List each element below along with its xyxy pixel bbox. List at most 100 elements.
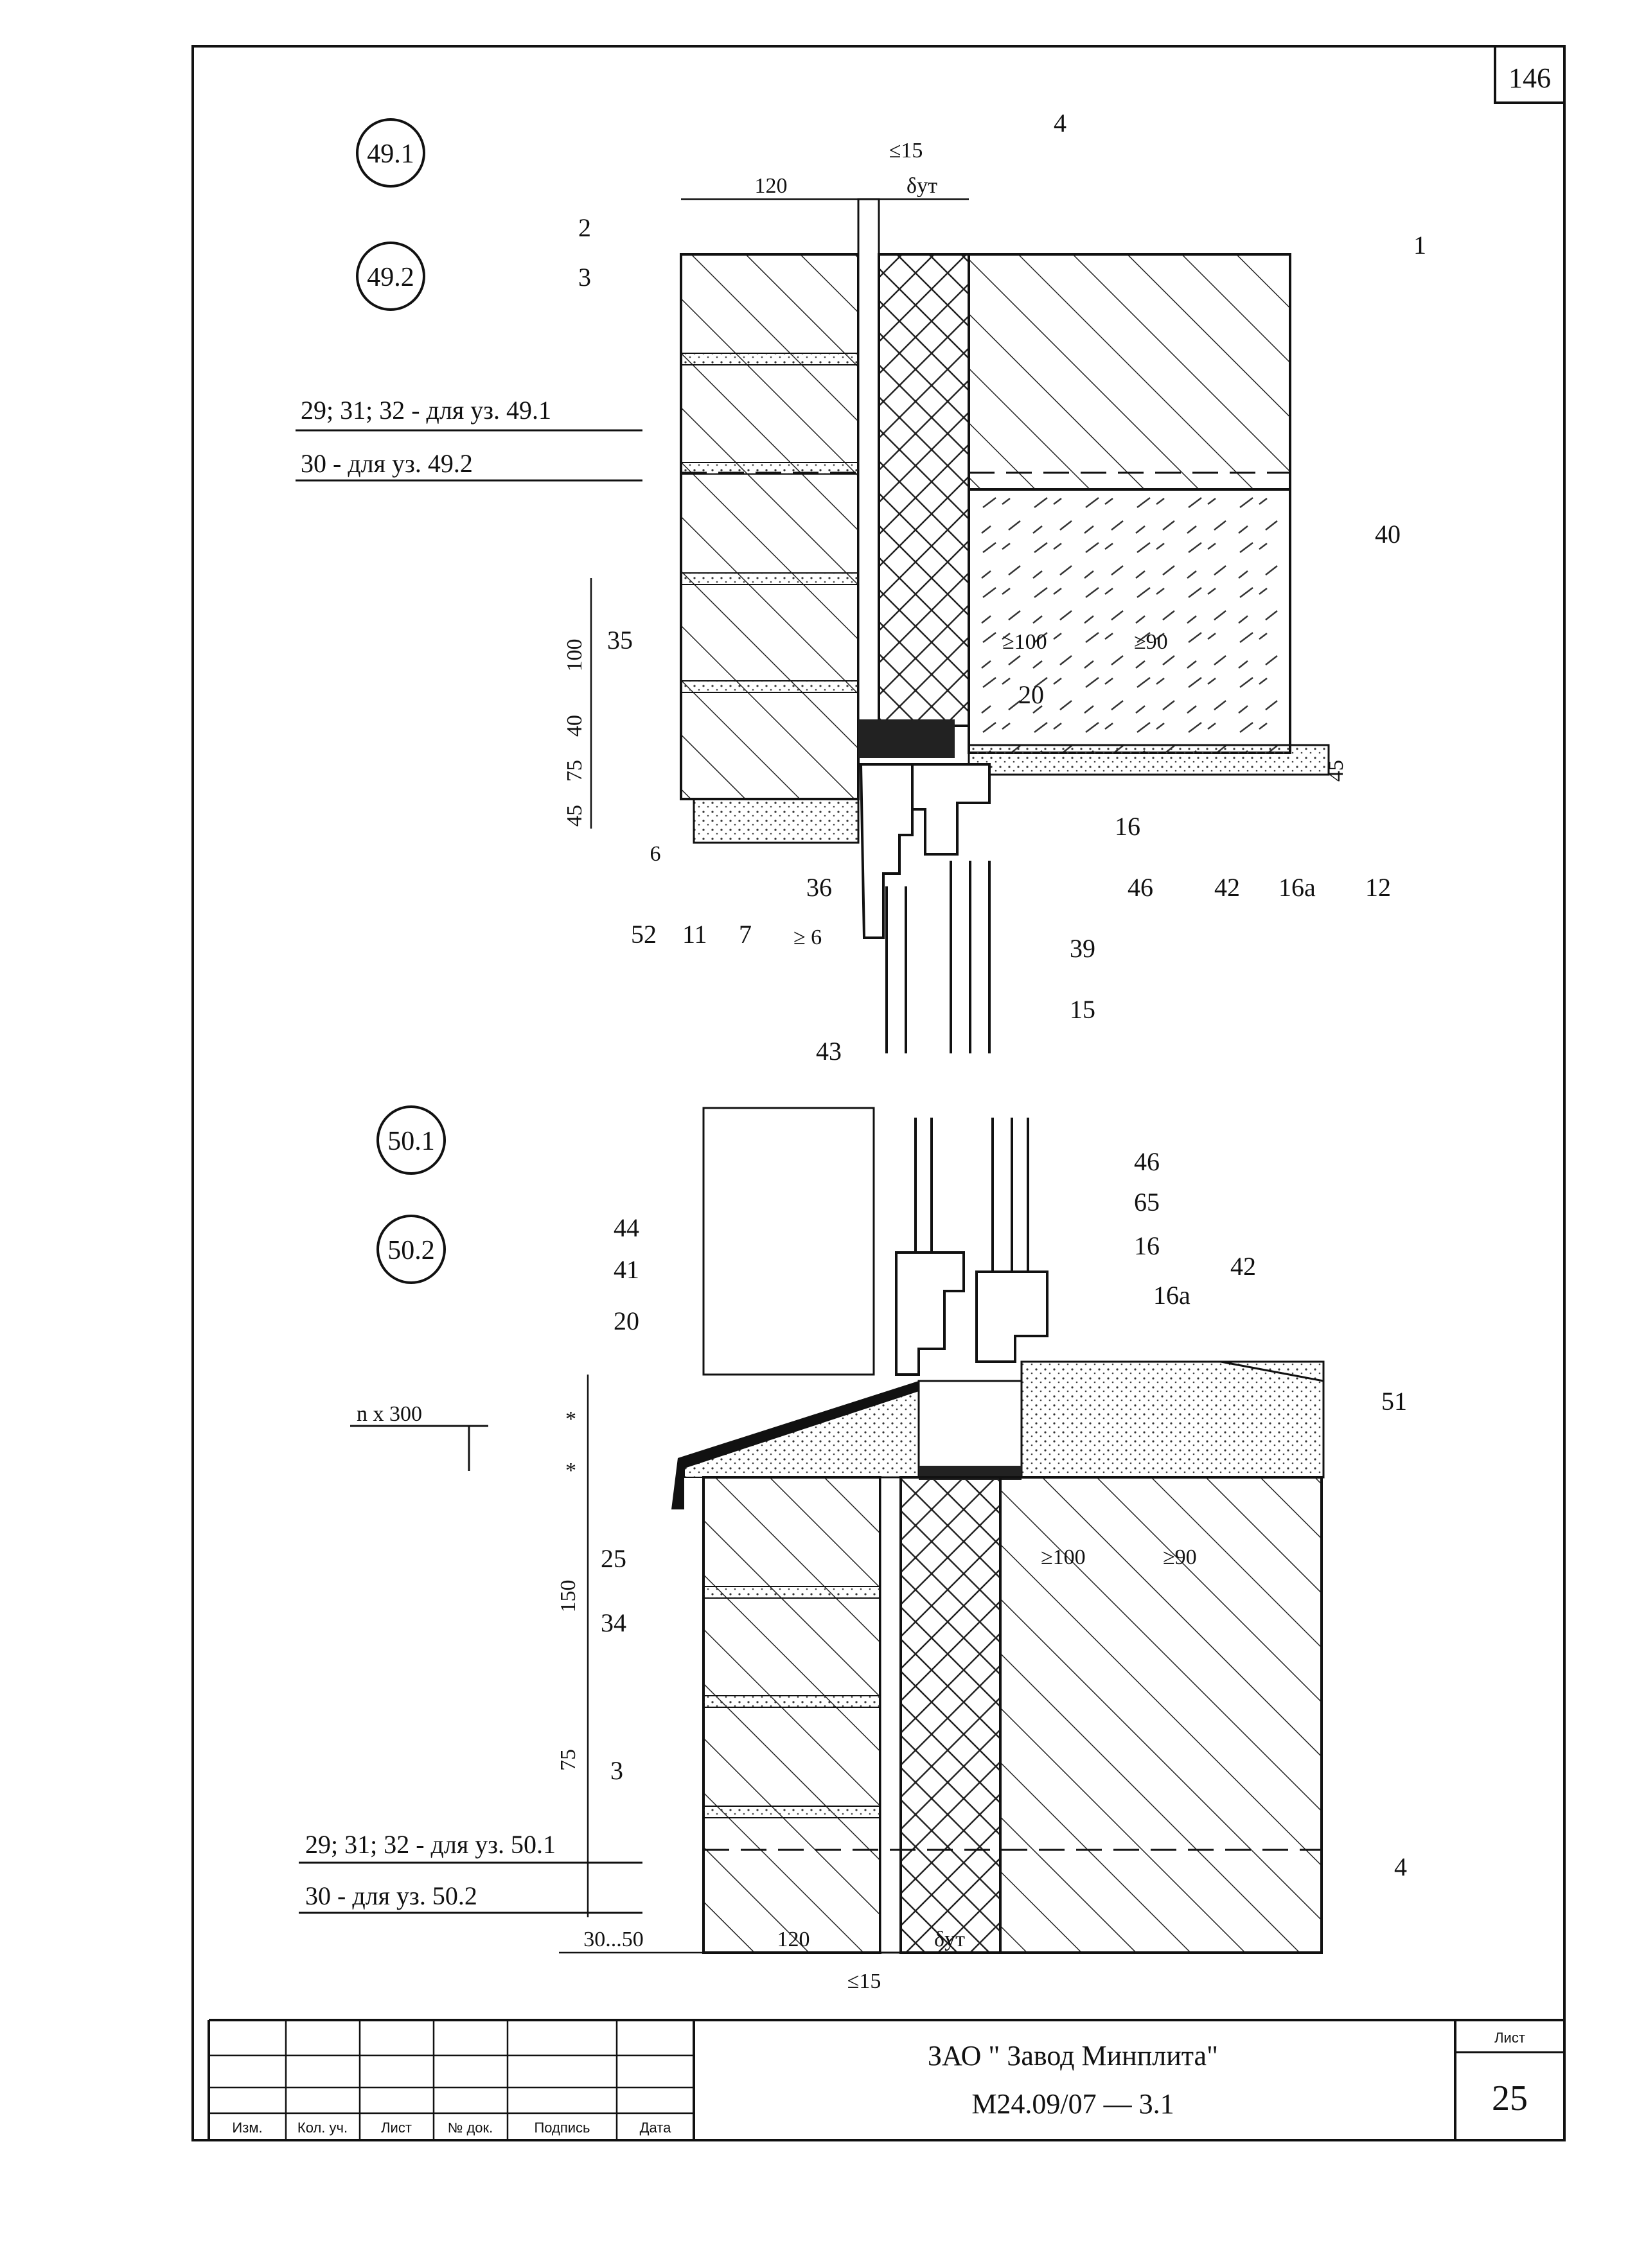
detail-50: 50.1 50.2 n x 300 — [299, 1037, 1407, 1993]
brick-facing-bottom — [702, 1476, 881, 1954]
dim-le15-bottom: ≤15 — [847, 1969, 881, 1993]
label-42: 42 — [1214, 873, 1240, 902]
callout-circle-49-2 — [356, 242, 425, 311]
brick-above-outline — [702, 1107, 875, 1376]
callout-circle-50-1 — [376, 1105, 446, 1175]
col-doc: № док. — [448, 2120, 493, 2136]
callout-50-2: 50.2 — [387, 1236, 435, 1265]
label-46-b: 46 — [1134, 1147, 1160, 1176]
label-40: 40 — [1375, 520, 1401, 549]
dim-delta-ut-bottom: δут — [934, 1928, 965, 1951]
sheet-label: Лист — [1494, 2030, 1525, 2046]
dim-40: 40 — [563, 715, 587, 737]
label-3: 3 — [578, 263, 591, 292]
label-3-b: 3 — [610, 1756, 623, 1785]
mortar-joint — [703, 1695, 881, 1708]
dim-ge90: ≥90 — [1134, 630, 1168, 654]
col-kol-uch: Кол. уч. — [297, 2120, 348, 2136]
note-49-2: 30 - для уз. 49.2 — [301, 449, 473, 478]
dim-45: 45 — [563, 805, 587, 827]
label-2: 2 — [578, 213, 591, 242]
dim-6: 6 — [650, 842, 661, 866]
label-4: 4 — [1054, 109, 1066, 137]
sealant-block — [858, 719, 955, 758]
label-39: 39 — [1070, 934, 1095, 963]
callout-49-2: 49.2 — [367, 263, 414, 292]
label-65: 65 — [1134, 1188, 1160, 1217]
document-code: М24.09/07 — 3.1 — [971, 2088, 1174, 2120]
label-16-b: 16 — [1134, 1231, 1160, 1260]
brick-facing-top — [680, 253, 860, 800]
label-1: 1 — [1413, 231, 1426, 259]
mortar-joint — [703, 1586, 881, 1599]
interior-plaster — [968, 744, 1330, 776]
label-16a-b: 16а — [1153, 1281, 1190, 1310]
label-25: 25 — [601, 1544, 626, 1573]
sheet-frame — [191, 45, 1566, 2141]
label-20-b: 20 — [614, 1306, 639, 1335]
label-16a: 16а — [1279, 873, 1316, 902]
mortar-joint — [703, 1806, 881, 1818]
mortar-joint — [680, 572, 859, 585]
label-16: 16 — [1115, 812, 1140, 841]
detail-49: 49.1 49.2 120 ≤15 δут — [296, 109, 1426, 1053]
sill-mortar-bed — [684, 1389, 919, 1478]
note-49-1: 29; 31; 32 - для уз. 49.1 — [301, 396, 551, 425]
col-izm: Изм. — [232, 2120, 262, 2136]
label-35: 35 — [607, 626, 633, 655]
callout-49-1: 49.1 — [367, 139, 414, 169]
label-43: 43 — [816, 1037, 842, 1066]
concrete-lintel — [968, 488, 1291, 754]
insulation-top — [878, 253, 970, 727]
label-51: 51 — [1381, 1387, 1407, 1416]
dim-star-2: * — [565, 1459, 576, 1482]
window-sash-profile — [911, 763, 991, 856]
wood-block — [917, 1380, 1023, 1479]
lintel-plaster — [693, 798, 860, 844]
dim-ge100: ≥100 — [1002, 630, 1047, 654]
mortar-joint — [680, 353, 859, 365]
inner-sill — [1020, 1360, 1325, 1479]
col-date: Дата — [640, 2120, 671, 2136]
dim-le15: ≤15 — [889, 139, 923, 163]
outer-sill-flashing — [671, 1381, 919, 1509]
dim-100: 100 — [563, 639, 587, 672]
note-50-1: 29; 31; 32 - для уз. 50.1 — [305, 1830, 556, 1859]
dim-120: 120 — [755, 174, 788, 198]
bearing-wall-bottom — [999, 1476, 1323, 1954]
dim-75: 75 — [556, 1749, 580, 1771]
label-12: 12 — [1365, 873, 1391, 902]
dim-ge100-bottom: ≥100 — [1041, 1545, 1086, 1569]
sheet-top-number: 146 — [1509, 62, 1551, 94]
dim-ge6: ≥ 6 — [793, 926, 822, 949]
window-frame-profile — [895, 1251, 965, 1376]
inner-sill-top — [1022, 1360, 1324, 1382]
sheet-number: 25 — [1492, 2079, 1528, 2118]
label-44: 44 — [614, 1213, 639, 1242]
dim-45-right: 45 — [1324, 760, 1348, 782]
label-36: 36 — [806, 873, 832, 902]
dim-delta-ut: δут — [907, 174, 937, 198]
note-50-2: 30 - для уз. 50.2 — [305, 1881, 477, 1910]
dim-30-50: 30...50 — [583, 1928, 644, 1951]
label-15: 15 — [1070, 995, 1095, 1024]
title-block: Изм. Кол. уч. Лист № док. Подпись Дата З… — [208, 2019, 1564, 2140]
label-4-b: 4 — [1394, 1852, 1407, 1881]
label-11: 11 — [682, 920, 707, 949]
label-52: 52 — [631, 920, 657, 949]
dim-nx300: n x 300 — [357, 1402, 422, 1426]
dim-150: 150 — [556, 1580, 580, 1613]
dim-ge90-bottom: ≥90 — [1163, 1545, 1197, 1569]
col-list: Лист — [381, 2120, 412, 2136]
label-34: 34 — [601, 1608, 626, 1637]
label-20: 20 — [1018, 680, 1044, 709]
dim-120-bottom: 120 — [777, 1928, 810, 1951]
col-sign: Подпись — [534, 2120, 590, 2136]
insulation-bottom — [899, 1476, 1002, 1954]
label-46: 46 — [1128, 873, 1153, 902]
company-name: ЗАО " Завод Минплита" — [928, 2040, 1218, 2071]
mortar-joint — [680, 680, 859, 693]
window-sash-profile — [975, 1270, 1049, 1363]
